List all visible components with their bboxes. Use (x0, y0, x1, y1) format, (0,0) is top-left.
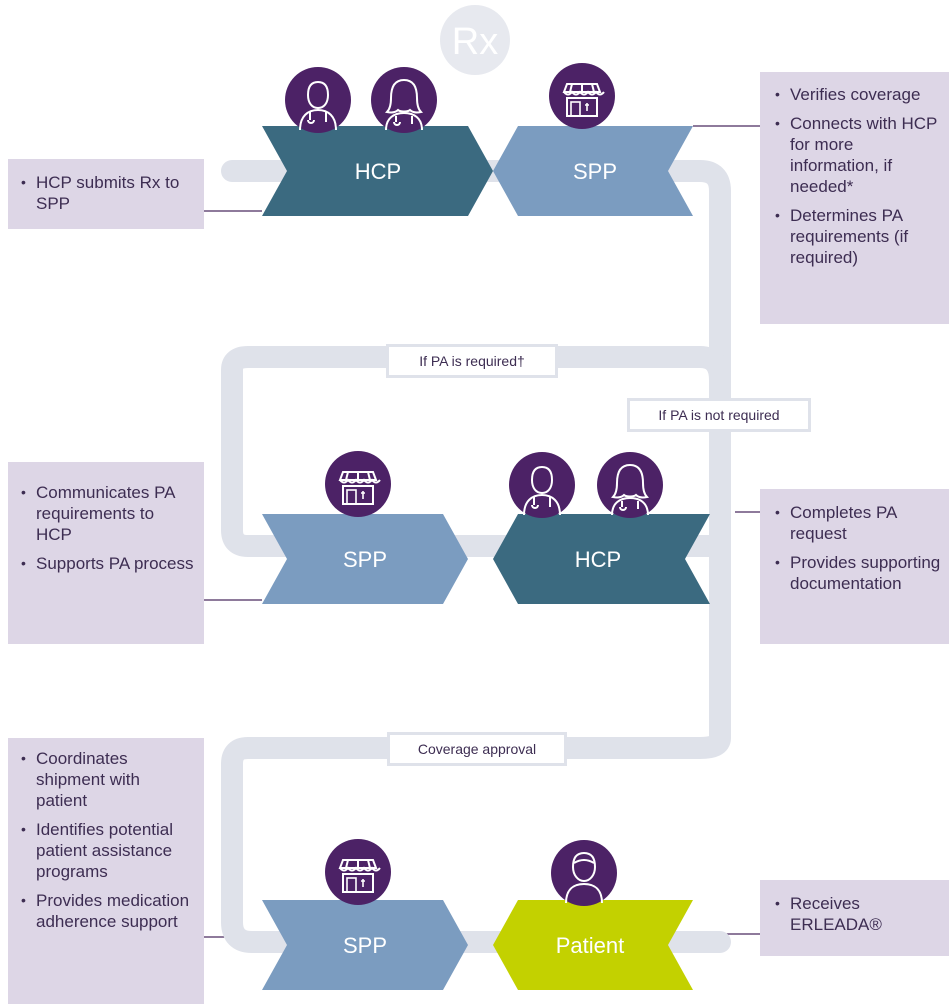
label-pa-not-required: If PA is not required (627, 398, 811, 432)
pharmacy-icon (325, 451, 391, 517)
doctor-male-icon (285, 67, 351, 133)
annotation-item: Connects with HCP for more information, … (772, 113, 941, 197)
annotation-item: Receives ERLEADA® (772, 893, 941, 935)
annotation-spp-pa: Communicates PA requirements to HCP Supp… (8, 462, 204, 644)
chevron-patient-row3 (493, 900, 693, 990)
chevron-label: SPP (343, 547, 387, 572)
annotation-item: Completes PA request (772, 502, 941, 544)
annotation-item: Identifies potential patient assistance … (18, 819, 194, 882)
chevron-label: Patient (556, 933, 625, 958)
chevron-label: SPP (573, 159, 617, 184)
annotation-item: Provides supporting documentation (772, 552, 941, 594)
doctor-female-icon (371, 67, 437, 133)
chevron-hcp-row2 (493, 514, 710, 604)
annotation-item: Coordinates shipment with patient (18, 748, 194, 811)
doctor-female-icon (597, 452, 663, 518)
chevron-label: HCP (575, 547, 621, 572)
annotation-spp-verifies: Verifies coverage Connects with HCP for … (760, 72, 949, 324)
annotation-spp-shipment: Coordinates shipment with patient Identi… (8, 738, 204, 1004)
doctor-male-icon (509, 452, 575, 518)
rx-icon: Rx (440, 5, 510, 75)
patient-icon (551, 840, 617, 906)
annotation-hcp-pa: Completes PA request Provides supporting… (760, 489, 949, 644)
chevrons: HCP SPP SPP HCP SPP Patient (262, 126, 710, 990)
annotation-item: Supports PA process (18, 553, 194, 574)
pharmacy-icon (325, 839, 391, 905)
annotation-item: Verifies coverage (772, 84, 941, 105)
label-pa-required: If PA is required† (386, 344, 558, 378)
chevron-label: HCP (355, 159, 401, 184)
chevron-spp-row3 (262, 900, 468, 990)
chevron-spp-row1 (493, 126, 693, 216)
annotation-patient-receives: Receives ERLEADA® (760, 880, 949, 956)
rx-symbol: Rx (452, 21, 498, 63)
annotation-item: Provides medication adherence support (18, 890, 194, 932)
annotation-item: Communicates PA requirements to HCP (18, 482, 194, 545)
chevron-label: SPP (343, 933, 387, 958)
annotation-item: HCP submits Rx to SPP (18, 172, 194, 214)
chevron-hcp-row1 (262, 126, 493, 216)
annotation-hcp-submits: HCP submits Rx to SPP (8, 159, 204, 229)
annotation-item: Determines PA requirements (if required) (772, 205, 941, 268)
pharmacy-icon (549, 63, 615, 129)
chevron-spp-row2 (262, 514, 468, 604)
label-coverage-approval: Coverage approval (387, 732, 567, 766)
